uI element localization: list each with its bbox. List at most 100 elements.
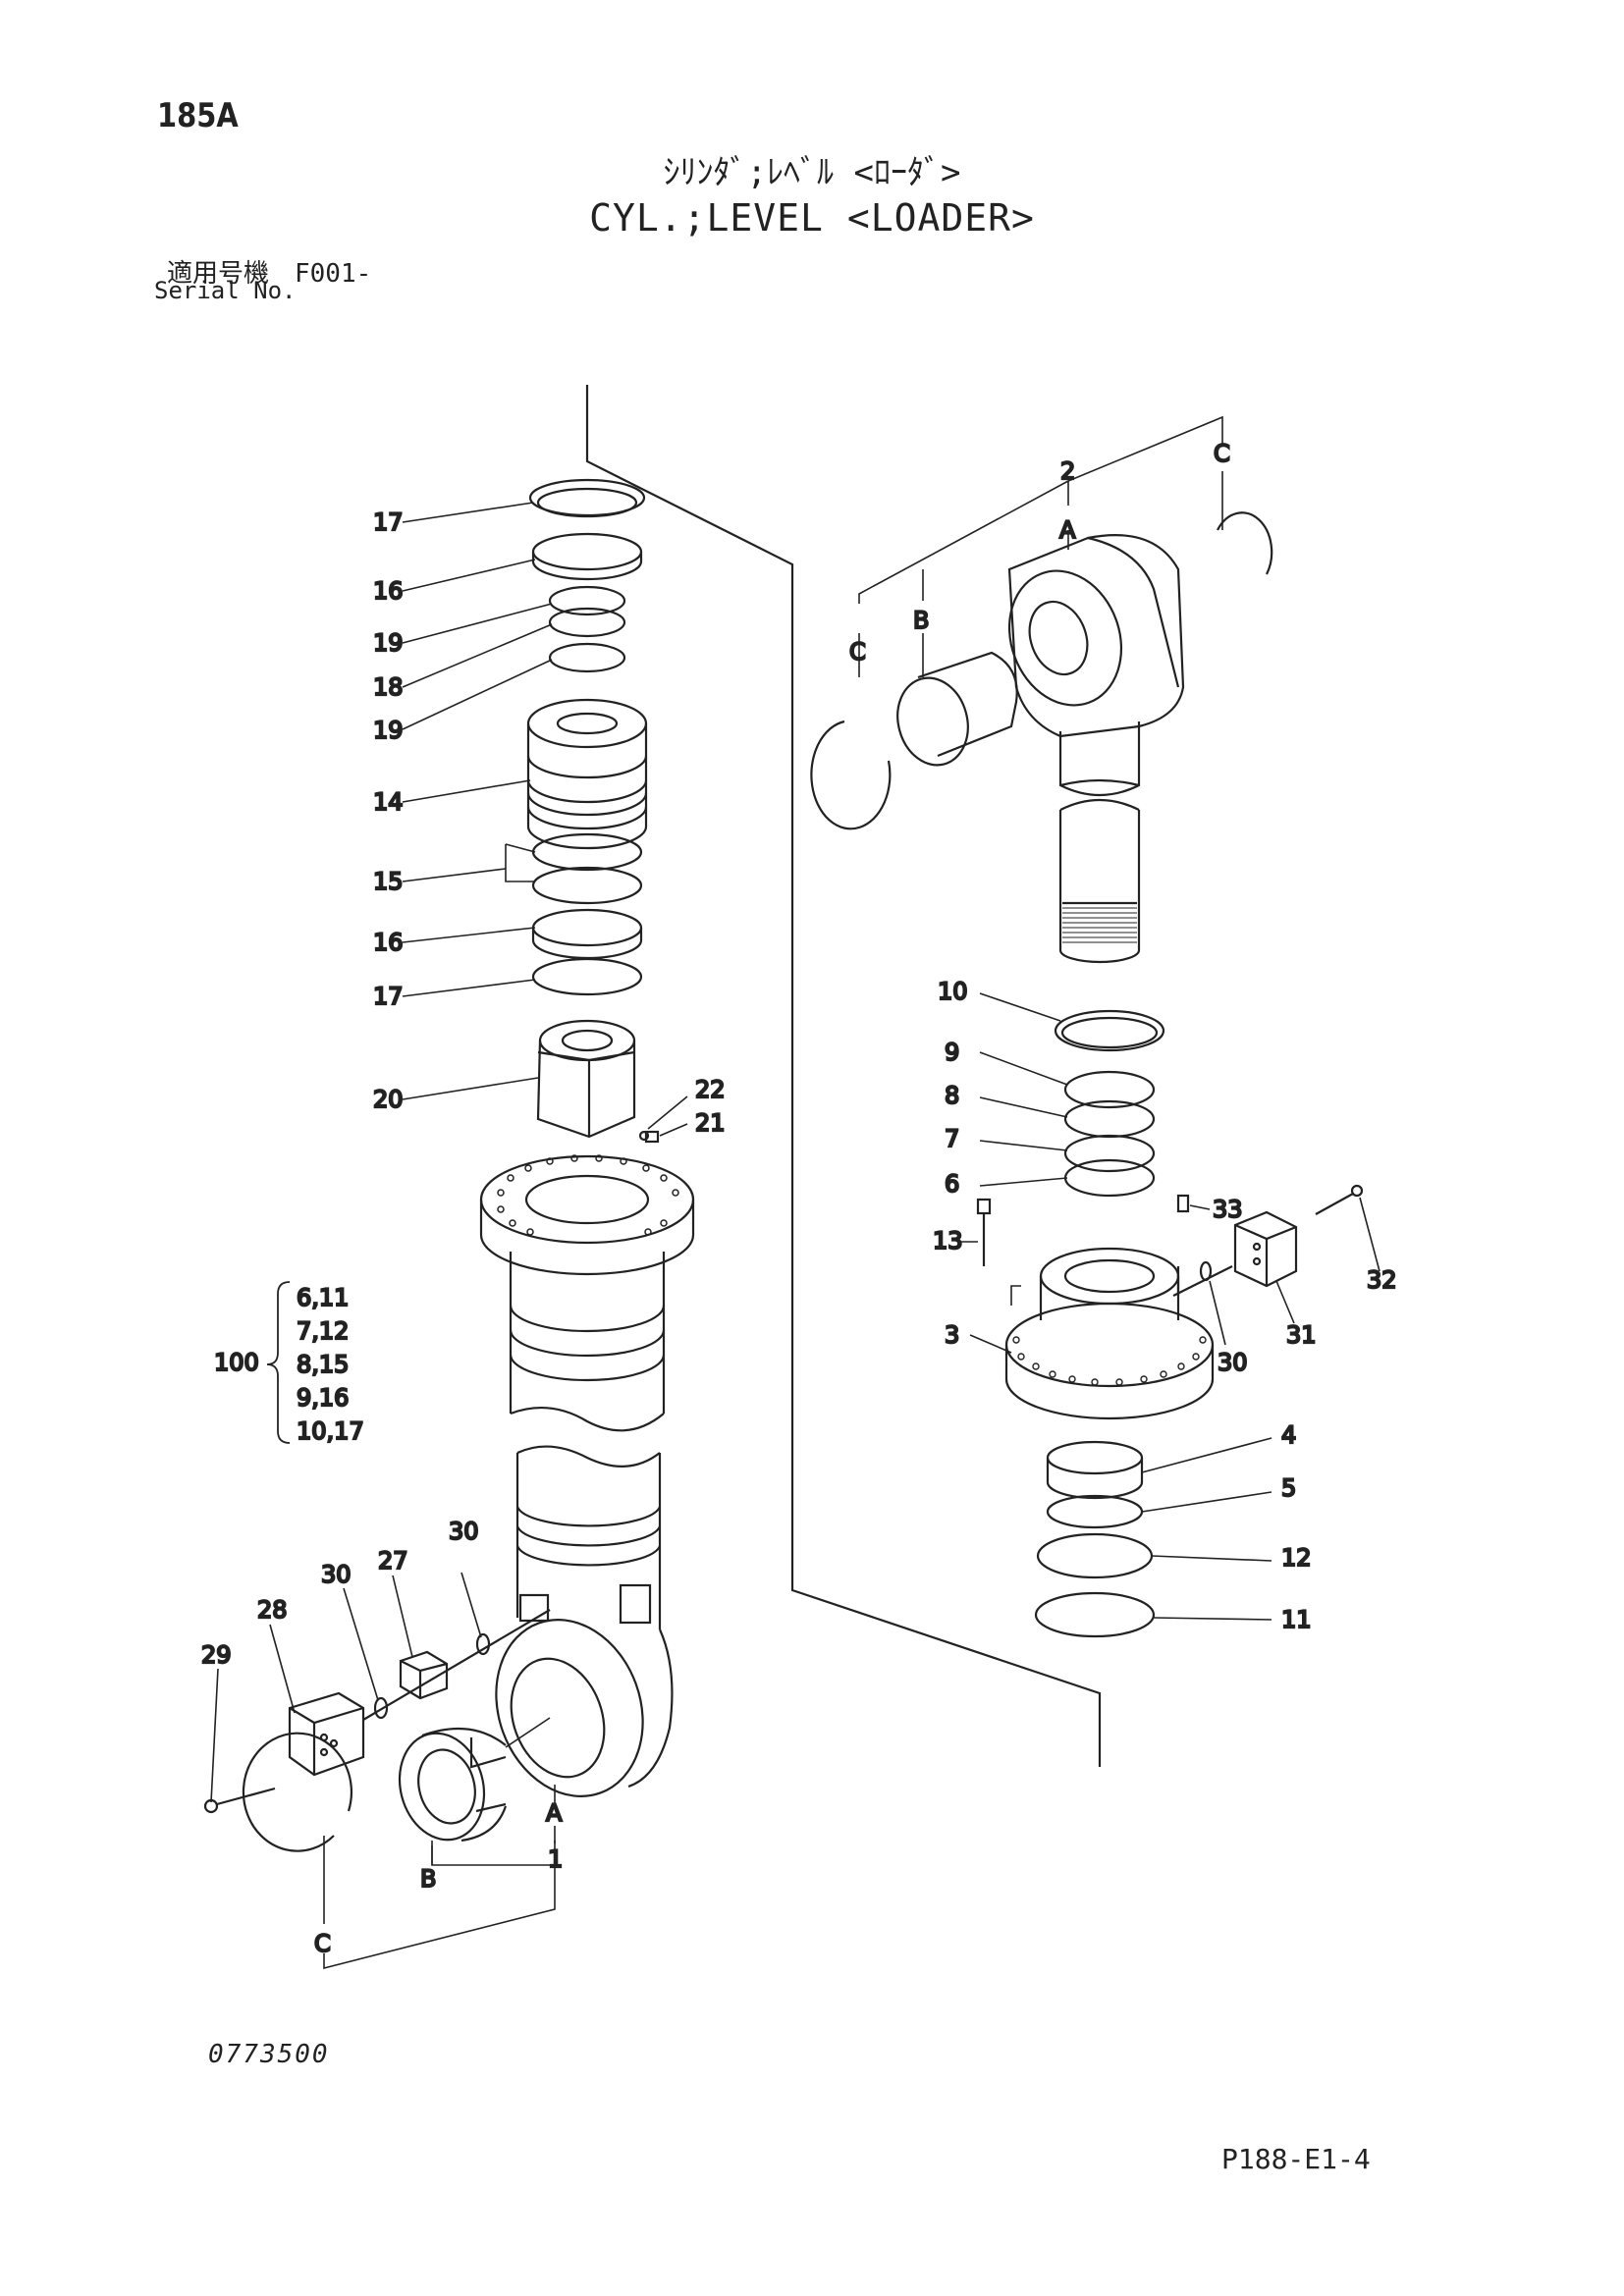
fitting-33 [1176, 1194, 1190, 1213]
kit-number: 100 [214, 1349, 259, 1376]
ring-16-bottom [531, 908, 643, 960]
serial-label-english: Serial No. [154, 277, 297, 304]
callout-a-right: A [1059, 516, 1076, 544]
leader-lines-left [210, 502, 688, 1970]
serial-label-japanese: 適用号機 F001- [167, 259, 372, 289]
rod-eye-a [1007, 534, 1185, 738]
ring-12 [1036, 1532, 1154, 1579]
callout-5: 5 [1281, 1474, 1296, 1502]
callout-4: 4 [1281, 1421, 1296, 1449]
callout-18: 18 [373, 673, 404, 701]
kit-item-4: 9,16 [297, 1384, 349, 1412]
callout-7: 7 [945, 1125, 959, 1152]
ring-9 [1063, 1070, 1156, 1109]
callout-3: 3 [945, 1321, 959, 1349]
bushing-b-left [398, 1727, 508, 1842]
ring-6 [1063, 1158, 1156, 1198]
callout-28: 28 [257, 1596, 288, 1624]
ring-7 [1063, 1134, 1156, 1173]
callout-17a: 17 [373, 508, 404, 536]
part-22 [638, 1130, 650, 1142]
cylinder-tube-lower [495, 1445, 674, 1797]
block-28 [288, 1691, 365, 1777]
callout-6: 6 [945, 1170, 959, 1198]
callout-14: 14 [373, 788, 404, 816]
o-ring-30-b [475, 1632, 491, 1656]
callout-c-right-top: C [1214, 440, 1230, 467]
rod-guide-3 [1004, 1247, 1215, 1420]
callout-20: 20 [373, 1086, 404, 1113]
callout-15: 15 [373, 868, 404, 895]
kit-brace [266, 1281, 291, 1444]
callout-b-right: B [913, 607, 929, 634]
drawing-number: 0773500 [208, 2040, 330, 2069]
ring-10 [1054, 1009, 1165, 1052]
callout-a-left: A [546, 1799, 563, 1827]
callout-30c: 30 [1218, 1349, 1248, 1376]
part-21 [644, 1130, 660, 1144]
kit-item-2: 7,12 [297, 1317, 349, 1345]
callout-21: 21 [695, 1109, 726, 1137]
bushing-b-right [896, 651, 1018, 767]
o-ring-30-right [1199, 1260, 1213, 1282]
block-27 [399, 1650, 449, 1700]
callout-c-right-lower: C [849, 638, 866, 666]
callout-27: 27 [378, 1547, 408, 1575]
ring-17-top [528, 478, 646, 518]
callout-30b: 30 [449, 1518, 479, 1545]
callout-11: 11 [1281, 1606, 1312, 1633]
callout-29: 29 [201, 1641, 232, 1669]
callout-c-left: C [314, 1930, 331, 1957]
nut-20 [536, 1019, 636, 1139]
snap-ring-c-right-lower [810, 720, 892, 830]
callout-13: 13 [933, 1227, 963, 1255]
rod-left [362, 1609, 551, 1721]
snap-ring-c-left [242, 1732, 353, 1852]
ring-16-top [531, 532, 643, 581]
bolt-29 [203, 1787, 276, 1814]
callout-12: 12 [1281, 1544, 1312, 1572]
snap-ring-c-right-upper [1217, 511, 1273, 575]
piston-14 [526, 698, 648, 850]
bolt-13 [976, 1198, 992, 1266]
rings-15 [531, 832, 643, 905]
ring-19-top [548, 585, 626, 616]
ring-10-inner [1060, 1016, 1159, 1049]
kit-item-3: 8,15 [297, 1351, 349, 1378]
cylinder-tube-upper [479, 1154, 695, 1432]
page-reference: P188-E1-4 [1221, 2143, 1371, 2175]
callout-8: 8 [945, 1082, 959, 1109]
bolt-32 [1315, 1184, 1364, 1215]
title-japanese: ｼﾘﾝﾀﾞ;ﾚﾍﾞﾙ <ﾛｰﾀﾞ> [663, 153, 961, 192]
callout-19a: 19 [373, 629, 404, 657]
ring-18 [548, 607, 626, 638]
ring-11 [1034, 1591, 1156, 1638]
rod-right [1172, 1265, 1233, 1297]
piston-rod [1058, 721, 1141, 964]
ring-5 [1046, 1494, 1144, 1529]
callout-9: 9 [945, 1039, 959, 1066]
kit-item-5: 10,17 [297, 1417, 364, 1445]
callout-17b: 17 [373, 983, 404, 1010]
ring-19-bottom [548, 642, 626, 673]
ring-17-bottom [531, 957, 643, 996]
frame-line [585, 385, 1102, 1767]
flange-bolt-holes [497, 1154, 679, 1236]
o-ring-30-a [373, 1696, 389, 1720]
callout-19b: 19 [373, 717, 404, 744]
callout-22: 22 [695, 1076, 726, 1103]
callout-1: 1 [548, 1845, 563, 1873]
callout-10: 10 [938, 978, 968, 1005]
kit-item-1: 6,11 [297, 1284, 349, 1311]
callout-16b: 16 [373, 929, 404, 956]
callout-33: 33 [1213, 1196, 1243, 1223]
callout-2: 2 [1060, 457, 1075, 485]
callout-30a: 30 [321, 1561, 352, 1588]
callout-b-left: B [420, 1865, 436, 1893]
title-english: CYL.;LEVEL <LOADER> [589, 196, 1035, 240]
page-id: 185A [157, 96, 239, 135]
bushing-4 [1046, 1440, 1144, 1500]
callout-32: 32 [1367, 1266, 1397, 1294]
